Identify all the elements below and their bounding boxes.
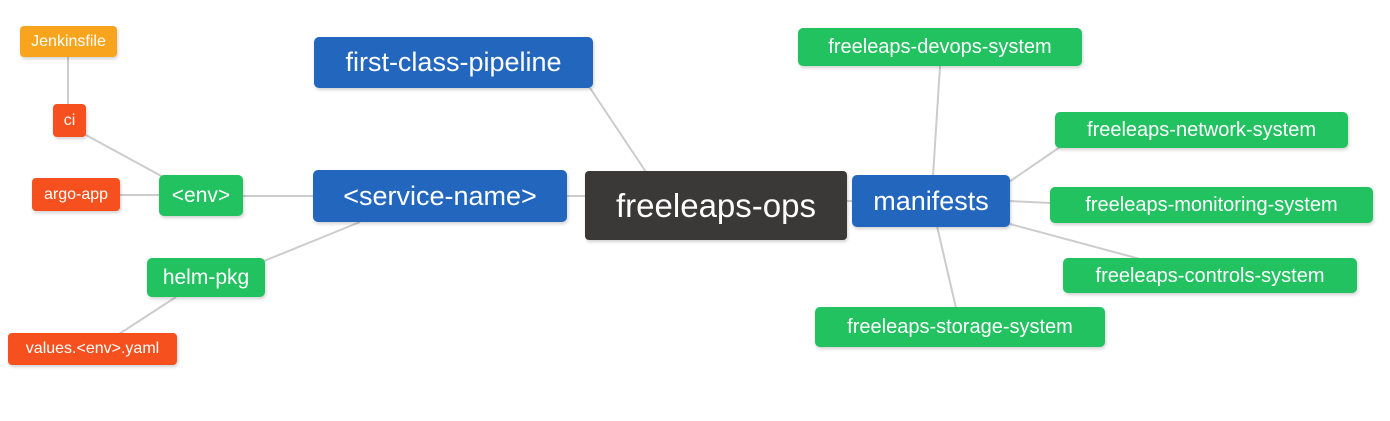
edge-manifests-storage [936, 225, 957, 309]
node-freeleaps-storage-system[interactable]: freeleaps-storage-system [815, 307, 1105, 347]
node-manifests[interactable]: manifests [852, 175, 1010, 227]
edge-ci-env [83, 133, 166, 179]
node-freeleaps-controls-system[interactable]: freeleaps-controls-system [1063, 258, 1357, 293]
node-ci[interactable]: ci [53, 104, 86, 137]
edge-manifests-controls [1009, 223, 1141, 260]
node-values-env-yaml[interactable]: values.<env>.yaml [8, 333, 177, 365]
node-argo-app[interactable]: argo-app [32, 178, 120, 211]
edge-manifests-devops [932, 65, 941, 177]
node-root-freeleaps-ops[interactable]: freeleaps-ops [585, 171, 847, 240]
edge-helm-pkg-values [118, 296, 177, 335]
edge-service-name-helm-pkg [263, 221, 361, 262]
edge-manifests-monitoring [1008, 200, 1052, 204]
node-freeleaps-network-system[interactable]: freeleaps-network-system [1055, 112, 1348, 148]
node-service-name[interactable]: <service-name> [313, 170, 567, 222]
node-jenkinsfile[interactable]: Jenkinsfile [20, 26, 117, 57]
node-first-class-pipeline[interactable]: first-class-pipeline [314, 37, 593, 88]
node-helm-pkg[interactable]: helm-pkg [147, 258, 265, 297]
edge-manifests-network [1008, 146, 1061, 183]
node-env[interactable]: <env> [159, 175, 243, 216]
node-freeleaps-monitoring-system[interactable]: freeleaps-monitoring-system [1050, 187, 1373, 223]
edge-pipeline-root [589, 87, 647, 173]
node-freeleaps-devops-system[interactable]: freeleaps-devops-system [798, 28, 1082, 66]
